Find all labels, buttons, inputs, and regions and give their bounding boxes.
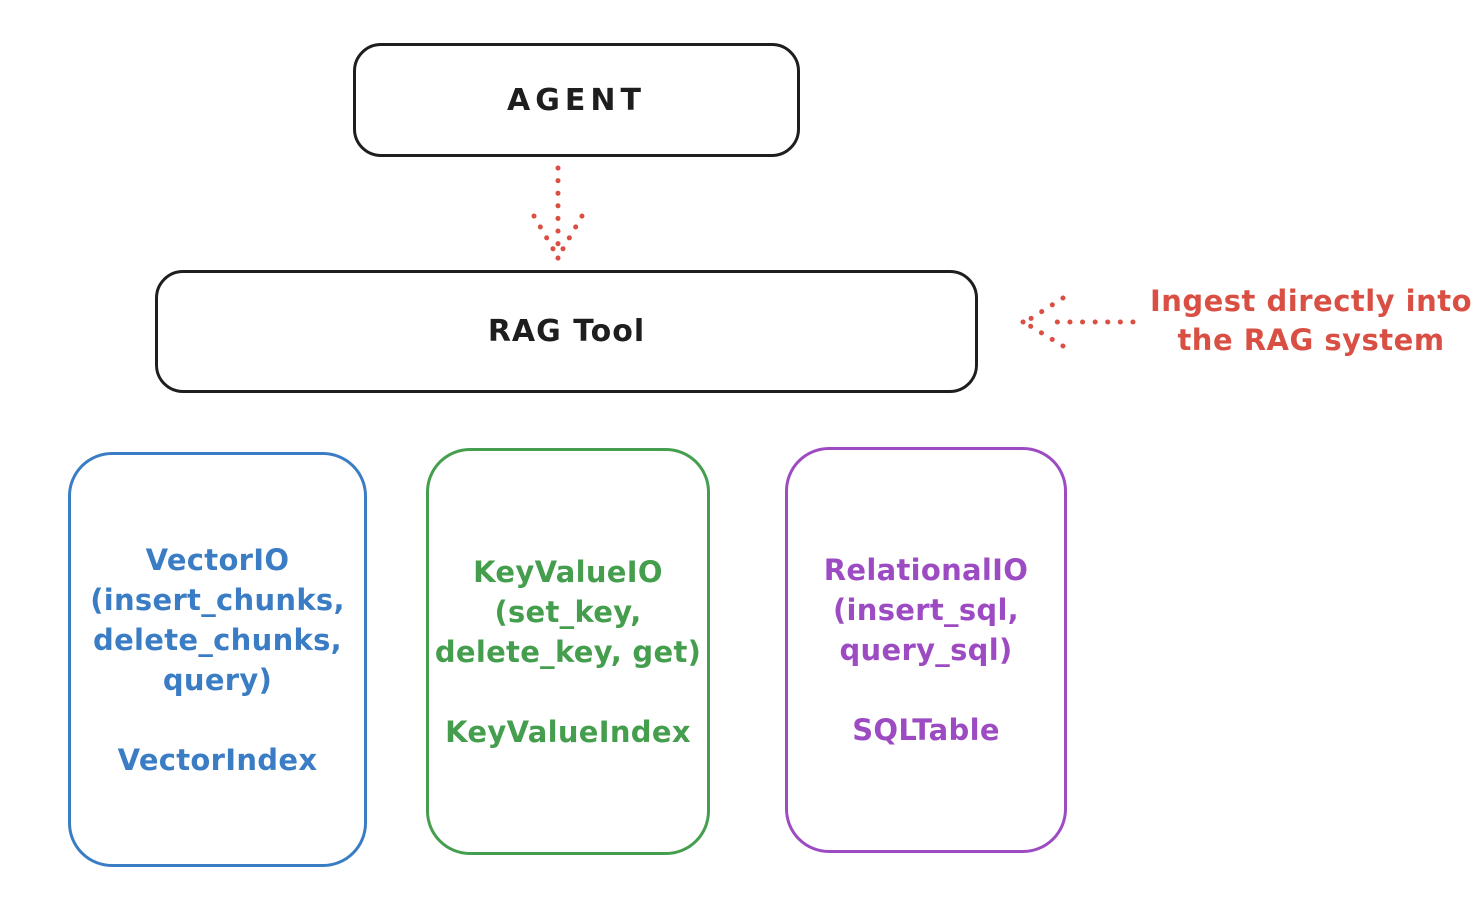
ingest-into-ragtool-arrow-icon: [1020, 295, 1136, 349]
rag-tool-label: RAG Tool: [487, 314, 646, 349]
agent-to-ragtool-arrow-icon: [531, 165, 585, 261]
agent-label: AGENT: [507, 82, 646, 118]
keyvalue-io-index-label: KeyValueIndex: [445, 714, 691, 749]
relational-io-table-label: SQLTable: [852, 713, 1000, 747]
vector-io-methods: VectorIO (insert_chunks, delete_chunks, …: [90, 542, 345, 697]
keyvalue-io-card: KeyValueIO (set_key, delete_key, get) Ke…: [426, 448, 710, 855]
relational-io-methods: RelationalIO (insert_sql, query_sql): [823, 553, 1029, 667]
vector-io-card: VectorIO (insert_chunks, delete_chunks, …: [68, 452, 367, 867]
relational-io-card: RelationalIO (insert_sql, query_sql) SQL…: [785, 447, 1067, 853]
ingest-annotation-text: Ingest directly into the RAG system: [1149, 284, 1473, 357]
agent-box: AGENT: [353, 43, 800, 157]
keyvalue-io-methods: KeyValueIO (set_key, delete_key, get): [434, 554, 702, 669]
vector-io-index-label: VectorIndex: [117, 742, 318, 777]
rag-tool-box: RAG Tool: [155, 270, 978, 393]
